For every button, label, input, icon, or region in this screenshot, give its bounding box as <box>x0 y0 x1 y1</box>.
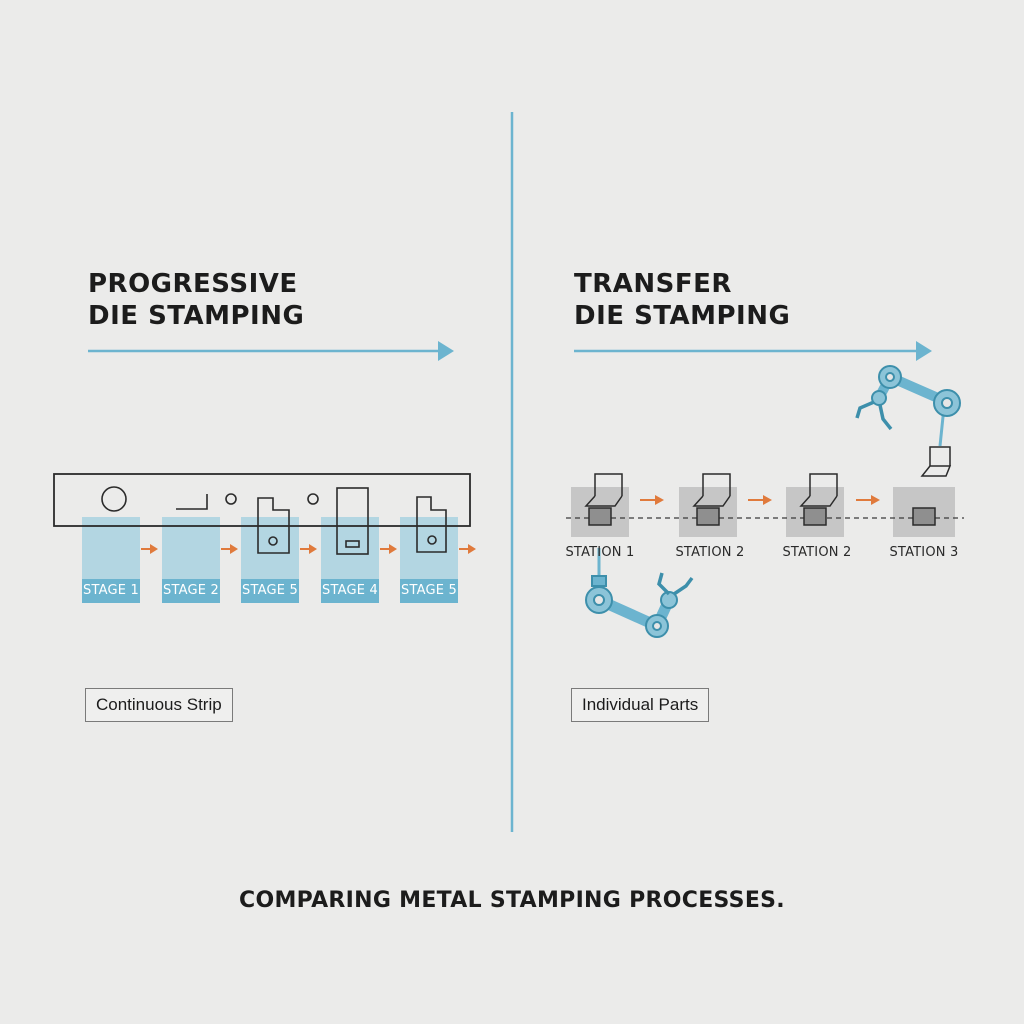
robot-arm-icon-lower <box>585 548 694 638</box>
stage-label-1: STAGE 1 <box>82 579 140 603</box>
right-heading: TRANSFER DIE STAMPING <box>574 268 790 332</box>
individual-parts-label: Individual Parts <box>571 688 710 722</box>
stage-arrow-5 <box>459 544 476 554</box>
strip-features <box>101 486 447 555</box>
finished-part-icon <box>416 496 447 553</box>
left-heading: PROGRESSIVE DIE STAMPING <box>88 268 304 332</box>
stage-label-4: STAGE 4 <box>321 579 379 603</box>
pierce-hole-large <box>101 486 127 512</box>
station-label-4: STATION 3 <box>889 545 959 560</box>
stage-label-5: STAGE 5 <box>400 579 458 603</box>
bracket-part-icon <box>257 497 290 554</box>
right-heading-line2: DIE STAMPING <box>574 301 791 331</box>
blank-part-icon <box>336 487 369 555</box>
bend-part-icon <box>176 494 208 510</box>
figure-caption: COMPARING METAL STAMPING PROCESSES. <box>239 888 785 913</box>
continuous-strip-label: Continuous Strip <box>85 688 233 722</box>
right-flow-arrow-icon <box>574 341 932 361</box>
stage-arrow-3 <box>300 544 317 554</box>
metal-strip <box>53 473 471 527</box>
station-label-3: STATION 2 <box>782 545 852 560</box>
stage-arrow-4 <box>380 544 397 554</box>
right-heading-line1: TRANSFER <box>574 269 732 299</box>
pilot-hole-2 <box>307 493 319 505</box>
station-parts <box>584 446 952 526</box>
station-part-3 <box>799 473 838 526</box>
lifted-part <box>920 446 952 477</box>
station-arrows <box>640 495 880 505</box>
stage-arrows <box>141 544 476 554</box>
station-part-1 <box>584 473 623 526</box>
station-part-2 <box>692 473 731 526</box>
stage-label-2: STAGE 2 <box>162 579 220 603</box>
stage-arrow-2 <box>221 544 238 554</box>
left-heading-line1: PROGRESSIVE <box>88 269 298 299</box>
station-blocks <box>571 487 955 537</box>
station-label-2: STATION 2 <box>675 545 745 560</box>
station-arrow-1 <box>640 495 664 505</box>
station-arrow-3 <box>856 495 880 505</box>
station-arrow-2 <box>748 495 772 505</box>
left-heading-line2: DIE STAMPING <box>88 301 305 331</box>
stage-label-3: STAGE 5 <box>241 579 299 603</box>
station-label-1: STATION 1 <box>565 545 635 560</box>
left-flow-arrow-icon <box>88 341 454 361</box>
robot-arm-icon-upper <box>855 365 961 447</box>
stage-arrow-1 <box>141 544 158 554</box>
station-part-4 <box>912 507 936 526</box>
pilot-hole-1 <box>225 493 237 505</box>
